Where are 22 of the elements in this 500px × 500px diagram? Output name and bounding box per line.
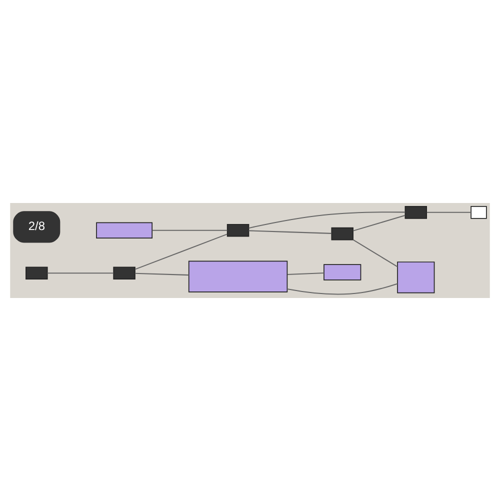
node-box [470,206,487,218]
node-box [404,206,427,218]
node-box [397,261,435,293]
node-box [96,222,153,238]
node-box [26,266,48,280]
connector [353,214,406,231]
connector [152,229,228,230]
label: 2/8 [28,218,45,233]
connector [287,272,324,275]
connector [426,211,471,212]
node-box [113,266,136,280]
node-box [331,226,354,240]
node-box [188,260,288,292]
connector [287,282,398,294]
connector [248,230,332,234]
connector [135,272,189,276]
connector [352,238,398,267]
node-box [226,223,250,236]
connector [134,233,228,270]
node-box [324,264,362,280]
connector [47,272,114,274]
connector [248,211,406,228]
